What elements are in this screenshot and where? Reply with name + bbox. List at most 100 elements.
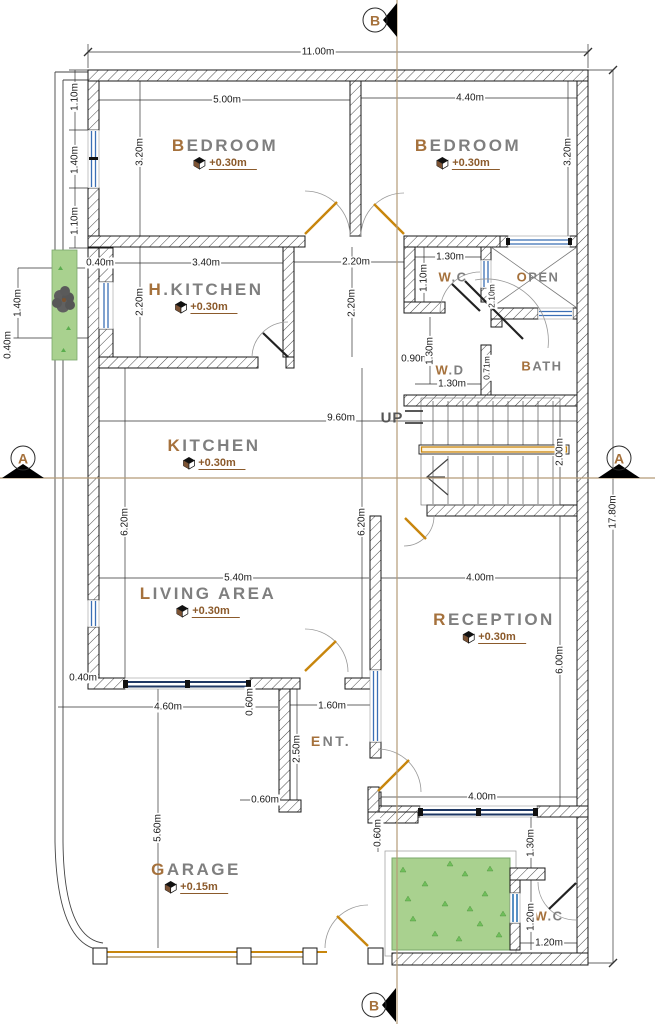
dimension-label: 1.10m xyxy=(69,82,81,112)
dimension-label: 1.30m xyxy=(437,378,467,390)
dimension-label: 5.00m xyxy=(212,94,242,106)
tree xyxy=(52,286,75,313)
dimension-label: 2.20m xyxy=(341,256,371,268)
room-name: W.D xyxy=(435,362,465,378)
dimension-label: 1.20m xyxy=(525,902,537,932)
dimension-label: 2.20m xyxy=(134,287,146,317)
dimension-label: 3.40m xyxy=(191,257,221,269)
room-name: OPEN xyxy=(516,269,560,285)
dimension-label: 2.00m xyxy=(554,437,566,467)
stairs xyxy=(405,397,570,506)
room-label-h-kitchen: H.KITCHEN +0.30m xyxy=(148,280,263,314)
room-label-bath: BATH xyxy=(521,359,562,374)
room-label-kitchen: KITCHEN +0.30m xyxy=(167,436,260,470)
dimension-label: 6.00m xyxy=(554,645,566,675)
level-annotation: +0.30m xyxy=(415,157,521,170)
level-symbol-icon xyxy=(436,157,449,170)
dimension-label: 4.00m xyxy=(465,572,495,584)
dimension-label: 0.60m xyxy=(250,794,280,806)
dimension-label: 0.71m xyxy=(481,355,493,381)
room-label-w-d: W.D xyxy=(435,363,464,378)
room-name: RECEPTION xyxy=(433,610,555,629)
level-symbol-icon xyxy=(462,631,475,644)
room-name: KITCHEN xyxy=(167,436,261,455)
level-symbol-icon xyxy=(176,605,189,618)
dimension-label: 2.50m xyxy=(291,734,303,764)
level-annotation: +0.30m xyxy=(172,157,278,170)
dimension-label: 4.00m xyxy=(467,791,497,803)
dimension-label: 1.30m xyxy=(525,828,537,858)
dimension-label: 11.00m xyxy=(300,46,336,58)
dimension-label: 1.20m xyxy=(534,937,564,949)
dimension-label: 9.60m xyxy=(326,412,356,424)
room-label-w-c: W.C xyxy=(438,270,467,285)
section-arrow-a-right xyxy=(598,464,640,478)
room-label-open: OPEN xyxy=(517,270,560,285)
level-annotation: +0.30m xyxy=(167,457,260,470)
section-arrow-b-bottom xyxy=(382,988,396,1022)
level-annotation: +0.30m xyxy=(148,301,263,314)
stairs-up-label: UP xyxy=(380,409,404,427)
dimension-label: 0.90m xyxy=(400,353,430,365)
level-value: +0.30m xyxy=(209,157,257,170)
fence xyxy=(92,947,384,965)
room-label-w-c: W.C xyxy=(534,909,563,924)
level-annotation: +0.30m xyxy=(433,631,555,644)
room-name: W.C xyxy=(438,269,468,285)
doors xyxy=(251,190,577,949)
room-name: GARAGE xyxy=(151,860,241,879)
room-name: ENT. xyxy=(310,733,352,749)
room-name: BEDROOM xyxy=(171,136,279,155)
walls xyxy=(87,69,589,966)
dimension-label: 2.10m xyxy=(486,283,498,309)
dimension-label: 1.30m xyxy=(424,336,436,366)
section-marker-b: B xyxy=(361,992,387,1018)
level-value: +0.30m xyxy=(190,301,238,314)
dimension-label: 0.40m xyxy=(2,330,14,360)
dimension-label: 17.80m xyxy=(607,494,619,530)
dimension-label: 1.60m xyxy=(317,700,347,712)
dimension-label: 1.40m xyxy=(12,288,24,318)
section-marker-a: A xyxy=(606,445,632,471)
room-name: BATH xyxy=(521,358,563,374)
level-symbol-icon xyxy=(182,457,195,470)
open-shaft-cross xyxy=(490,246,578,309)
room-name: BEDROOM xyxy=(414,136,522,155)
level-symbol-icon xyxy=(193,157,206,170)
dimension-label: 0.40m xyxy=(85,257,115,269)
level-symbol-icon xyxy=(174,301,187,314)
section-arrows xyxy=(2,3,640,1022)
section-marker-b: B xyxy=(362,7,388,33)
section-arrow-a-left xyxy=(2,464,44,478)
dimension-label: 5.40m xyxy=(223,572,253,584)
room-label-bedroom: BEDROOM +0.30m xyxy=(172,136,278,170)
dimension-label: 1.10m xyxy=(69,206,81,236)
level-value: +0.30m xyxy=(452,157,500,170)
level-value: +0.15m xyxy=(180,881,228,894)
dimension-label: 6.20m xyxy=(356,507,368,537)
room-label-reception: RECEPTION +0.30m xyxy=(433,610,555,644)
room-name: H.KITCHEN xyxy=(148,280,264,299)
level-symbol-icon xyxy=(164,881,177,894)
room-label-garage: GARAGE +0.15m xyxy=(151,860,241,894)
section-marker-a: A xyxy=(10,445,36,471)
dimension-label: 3.20m xyxy=(562,137,574,167)
dimension-label: 3.20m xyxy=(134,137,146,167)
dimension-label: 0.40m xyxy=(68,672,98,684)
room-label-bedroom: BEDROOM +0.30m xyxy=(415,136,521,170)
level-value: +0.30m xyxy=(198,457,246,470)
dimension-label: 5.60m xyxy=(152,813,164,843)
dimension-label: 1.30m xyxy=(435,251,465,263)
level-annotation: +0.15m xyxy=(151,881,241,894)
level-annotation: +0.30m xyxy=(140,605,276,618)
dimension-label: 4.40m xyxy=(455,92,485,104)
dimension-label: 1.40m xyxy=(69,145,81,175)
plot-boundary xyxy=(54,71,104,951)
dimension-label: 0.60m xyxy=(372,818,384,848)
room-label-ent: ENT. xyxy=(311,733,351,749)
level-value: +0.30m xyxy=(192,605,240,618)
dimension-label: 1.10m xyxy=(418,263,430,293)
